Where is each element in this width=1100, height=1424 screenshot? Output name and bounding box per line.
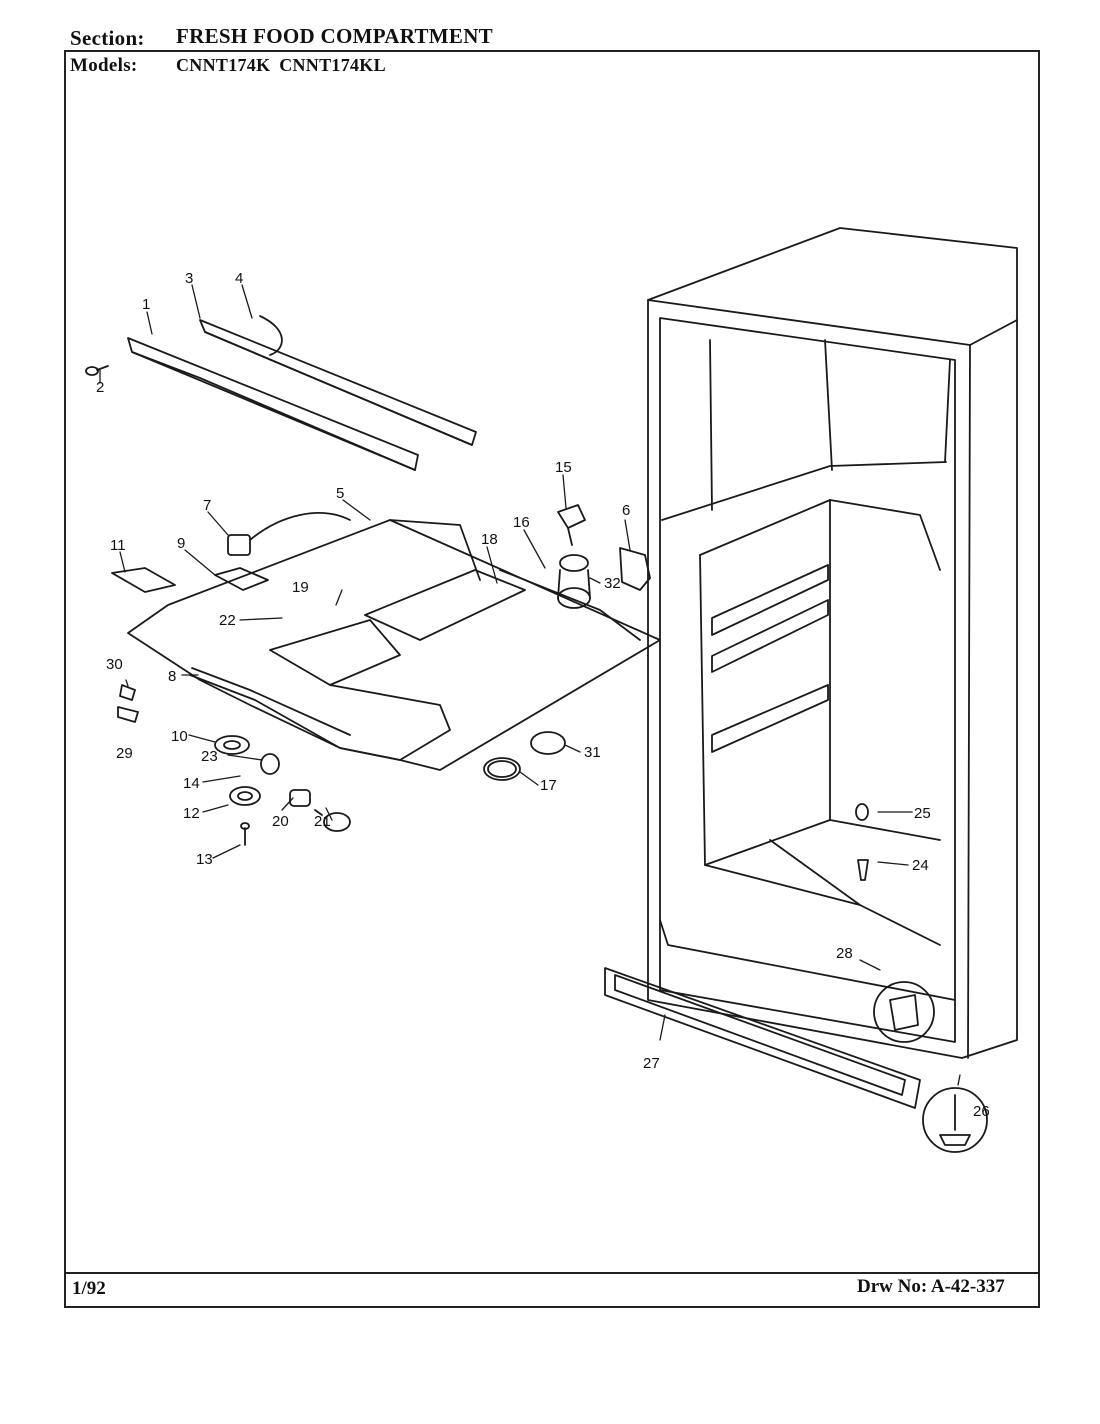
part-label-1: 1 xyxy=(142,296,150,313)
part-screw-13 xyxy=(240,822,250,846)
part-label-24: 24 xyxy=(912,857,929,874)
part-label-29: 29 xyxy=(116,745,133,762)
part-breaker-strip xyxy=(199,315,477,446)
part-bracket-9 xyxy=(214,567,269,591)
part-hinge-bracket xyxy=(619,547,651,591)
part-label-32: 32 xyxy=(604,575,621,592)
section-label: Section: xyxy=(70,26,145,50)
part-knob-12 xyxy=(229,786,261,806)
part-cap-23 xyxy=(260,753,280,775)
part-label-7: 7 xyxy=(203,497,211,514)
part-trim-strip xyxy=(127,337,419,471)
part-label-5: 5 xyxy=(336,485,344,502)
part-clip-25 xyxy=(855,803,869,821)
part-door-stop-detail xyxy=(873,981,935,1043)
part-label-28: 28 xyxy=(836,945,853,962)
part-clip-30 xyxy=(119,684,136,701)
part-cabinet xyxy=(647,227,1018,1059)
part-label-16: 16 xyxy=(513,514,530,531)
part-label-10: 10 xyxy=(171,728,188,745)
part-label-19: 19 xyxy=(292,579,309,596)
diagram-frame xyxy=(64,50,1040,1308)
section-title: FRESH FOOD COMPARTMENT xyxy=(176,24,493,48)
part-label-25: 25 xyxy=(914,805,931,822)
part-label-27: 27 xyxy=(643,1055,660,1072)
part-light-switch xyxy=(227,512,351,556)
part-label-30: 30 xyxy=(106,656,123,673)
part-screw-2 xyxy=(85,365,109,376)
part-label-3: 3 xyxy=(185,270,193,287)
part-bracket-15 xyxy=(557,504,586,546)
part-labels: 1 2 3 4 5 6 7 8 9 10 11 12 13 14 15 16 1… xyxy=(96,270,990,1120)
part-label-14: 14 xyxy=(183,775,200,792)
drawing-number: Drw No: A-42-337 xyxy=(857,1276,1005,1297)
part-clip-29 xyxy=(117,706,139,723)
part-control-housing xyxy=(127,519,661,771)
part-label-11: 11 xyxy=(110,537,126,554)
part-label-18: 18 xyxy=(481,531,498,548)
part-socket-20 xyxy=(289,789,311,807)
leader-lines xyxy=(99,284,961,1086)
part-ring-17 xyxy=(483,757,521,781)
part-label-6: 6 xyxy=(622,502,630,519)
part-label-4: 4 xyxy=(235,270,243,287)
models-list: CNNT174K CNNT174KL xyxy=(176,55,386,75)
part-label-12: 12 xyxy=(183,805,200,822)
part-label-9: 9 xyxy=(177,535,185,552)
part-clip-11 xyxy=(111,567,176,593)
part-leveling-leg-detail xyxy=(922,1087,988,1153)
footer-divider xyxy=(64,1272,1040,1274)
part-label-21: 21 xyxy=(314,813,331,830)
part-label-26: 26 xyxy=(973,1103,990,1120)
part-label-8: 8 xyxy=(168,668,176,685)
models-label: Models: xyxy=(70,55,138,76)
part-label-17: 17 xyxy=(540,777,557,794)
part-label-31: 31 xyxy=(584,744,601,761)
part-lamp-socket xyxy=(214,735,250,755)
part-lens-cover xyxy=(530,731,566,755)
part-label-2: 2 xyxy=(96,379,104,396)
part-toe-grille xyxy=(604,967,921,1109)
part-base-8 xyxy=(191,667,351,736)
part-control-knob xyxy=(557,554,591,609)
part-bulb-21 xyxy=(314,809,351,832)
revision-date: 1/92 xyxy=(72,1278,106,1299)
part-label-23: 23 xyxy=(201,748,218,765)
part-rivet-24 xyxy=(857,859,869,881)
part-label-22: 22 xyxy=(219,612,236,629)
part-label-20: 20 xyxy=(272,813,289,830)
part-label-15: 15 xyxy=(555,459,572,476)
part-label-13: 13 xyxy=(196,851,213,868)
